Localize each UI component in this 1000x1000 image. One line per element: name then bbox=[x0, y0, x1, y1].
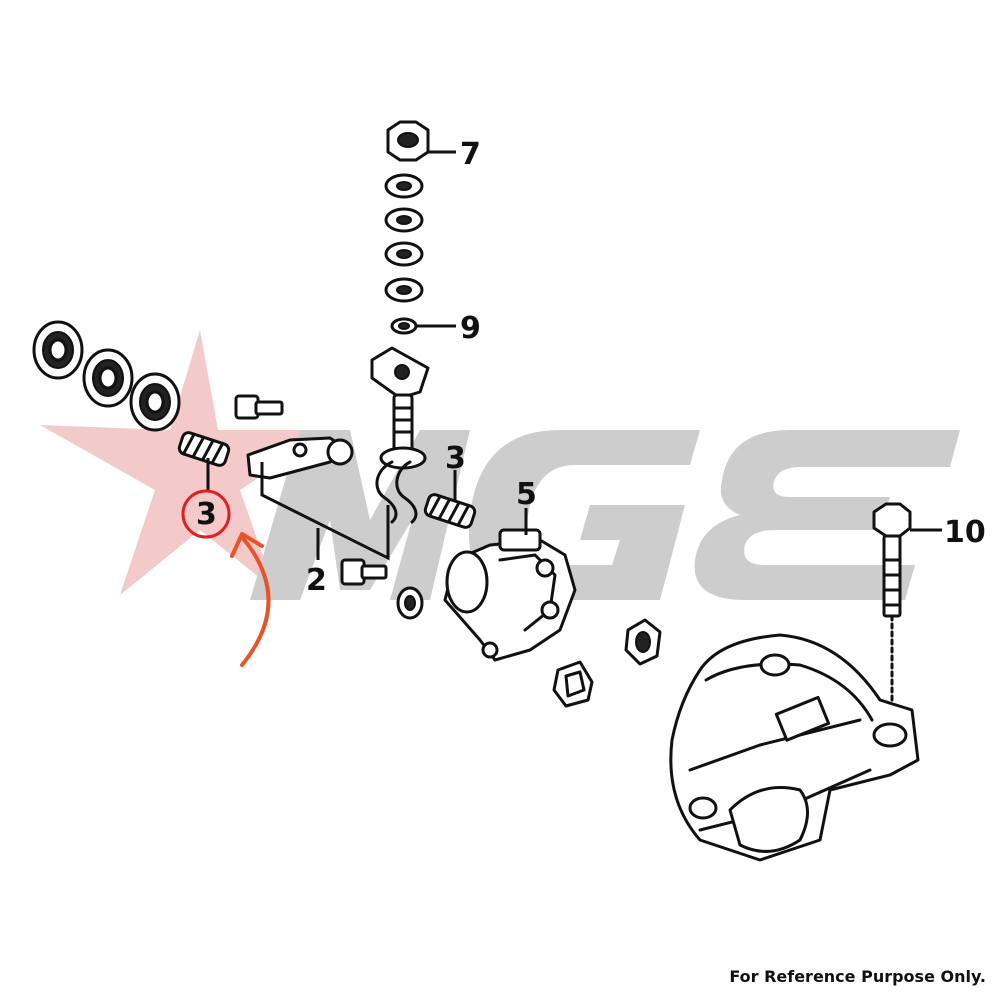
callout-labels: 7 9 3 3 5 2 10 bbox=[196, 137, 986, 598]
leader-lines bbox=[206, 150, 942, 561]
gasket-round bbox=[624, 618, 662, 666]
watermark-letter-m bbox=[250, 430, 470, 600]
gasket-small bbox=[552, 660, 594, 708]
oil-seal-stack bbox=[32, 320, 181, 432]
bolt-lower bbox=[340, 558, 388, 586]
bracket-part-2 bbox=[246, 436, 354, 480]
watermark-star-icon bbox=[40, 330, 330, 595]
nut-part-7 bbox=[386, 120, 430, 162]
watermark-letter-e bbox=[694, 430, 960, 600]
bolt-part-10 bbox=[872, 502, 912, 722]
pipe-clip bbox=[375, 460, 418, 524]
stud-part-3-right bbox=[423, 493, 477, 529]
pointer-arrow-icon bbox=[230, 532, 271, 667]
highlight-circle bbox=[181, 489, 231, 539]
housing-part-5 bbox=[443, 528, 577, 662]
threaded-stud-vertical bbox=[379, 393, 427, 470]
mounting-plate bbox=[370, 346, 430, 400]
bolt-upper bbox=[234, 394, 284, 420]
clamp-housing bbox=[669, 633, 920, 862]
washer-small bbox=[396, 586, 424, 620]
stud-part-3-left bbox=[177, 431, 231, 467]
callout-3-right: 3 bbox=[445, 441, 466, 476]
callout-2: 2 bbox=[306, 563, 327, 598]
callout-3-left: 3 bbox=[196, 497, 217, 532]
nut-part-9 bbox=[390, 317, 418, 335]
washer-stack bbox=[384, 173, 424, 303]
callout-5: 5 bbox=[516, 477, 537, 512]
reference-note: For Reference Purpose Only. bbox=[729, 967, 986, 986]
callout-9: 9 bbox=[460, 311, 481, 346]
callout-10: 10 bbox=[944, 515, 986, 550]
callout-7: 7 bbox=[460, 137, 481, 172]
